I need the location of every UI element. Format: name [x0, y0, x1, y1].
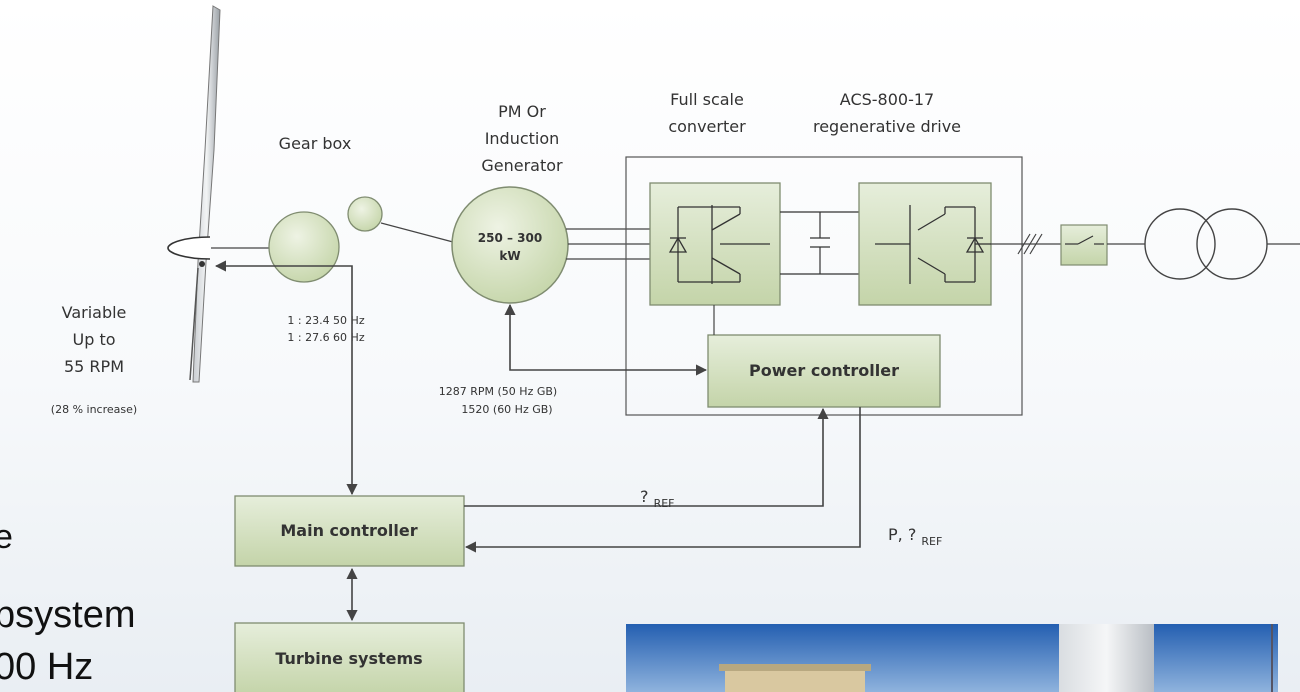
power-reference-link [466, 407, 860, 547]
generator-speed-50-label: 1287 RPM (50 Hz GB) [439, 385, 557, 398]
inverter-block [859, 183, 991, 305]
rotor-speed-label-3: 55 RPM [64, 357, 124, 376]
turbine-main-controller-link [216, 266, 352, 494]
rectifier-block [650, 183, 780, 305]
generator-power-controller-link [510, 305, 706, 370]
rotor-speed-label-1: Variable [62, 303, 127, 322]
power-rating-label-1: 250 – 300 [478, 231, 542, 245]
rotor-speed-note: (28 % increase) [51, 403, 137, 416]
rotor-speed-label-2: Up to [72, 330, 115, 349]
three-phase-lines [566, 229, 650, 259]
power-controller-label: Power controller [749, 361, 899, 380]
transformer-icon [1145, 209, 1267, 279]
drive-label-1: ACS-800-17 [840, 90, 934, 109]
turbine-site-photo [626, 624, 1278, 692]
generator-label-1: PM Or [498, 102, 546, 121]
gearbox-label: Gear box [279, 134, 352, 153]
main-controller-label: Main controller [280, 521, 417, 540]
generator-label-2: Induction [485, 129, 560, 148]
drive-label-2: regenerative drive [813, 117, 961, 136]
gearbox-to-generator-shaft [381, 223, 453, 242]
power-reference-label: P, ? REF [888, 525, 942, 548]
dc-link-capacitor-icon [780, 212, 859, 274]
gear-ratio-50-label: 1 : 23.4 50 Hz [287, 314, 364, 327]
generator-icon [452, 187, 568, 303]
power-rating-label-2: kW [499, 249, 520, 263]
generator-label-3: Generator [481, 156, 563, 175]
rotor-hub-icon [168, 237, 210, 267]
converter-label-1: Full scale [670, 90, 744, 109]
gearbox-icon [269, 197, 382, 282]
breaker-icon [1061, 225, 1107, 265]
grid-connection-line [991, 234, 1061, 254]
slide-text-fragment-subsystem: bsystem [0, 596, 135, 634]
slide-text-fragment-e: e [0, 520, 13, 554]
slide-text-fragment-hz: 00 Hz [0, 648, 93, 686]
converter-label-2: converter [668, 117, 746, 136]
turbine-systems-label: Turbine systems [275, 649, 422, 668]
turbine-blade-icon [190, 6, 220, 382]
gear-ratio-60-label: 1 : 27.6 60 Hz [287, 331, 364, 344]
generator-speed-60-label: 1520 (60 Hz GB) [461, 403, 552, 416]
